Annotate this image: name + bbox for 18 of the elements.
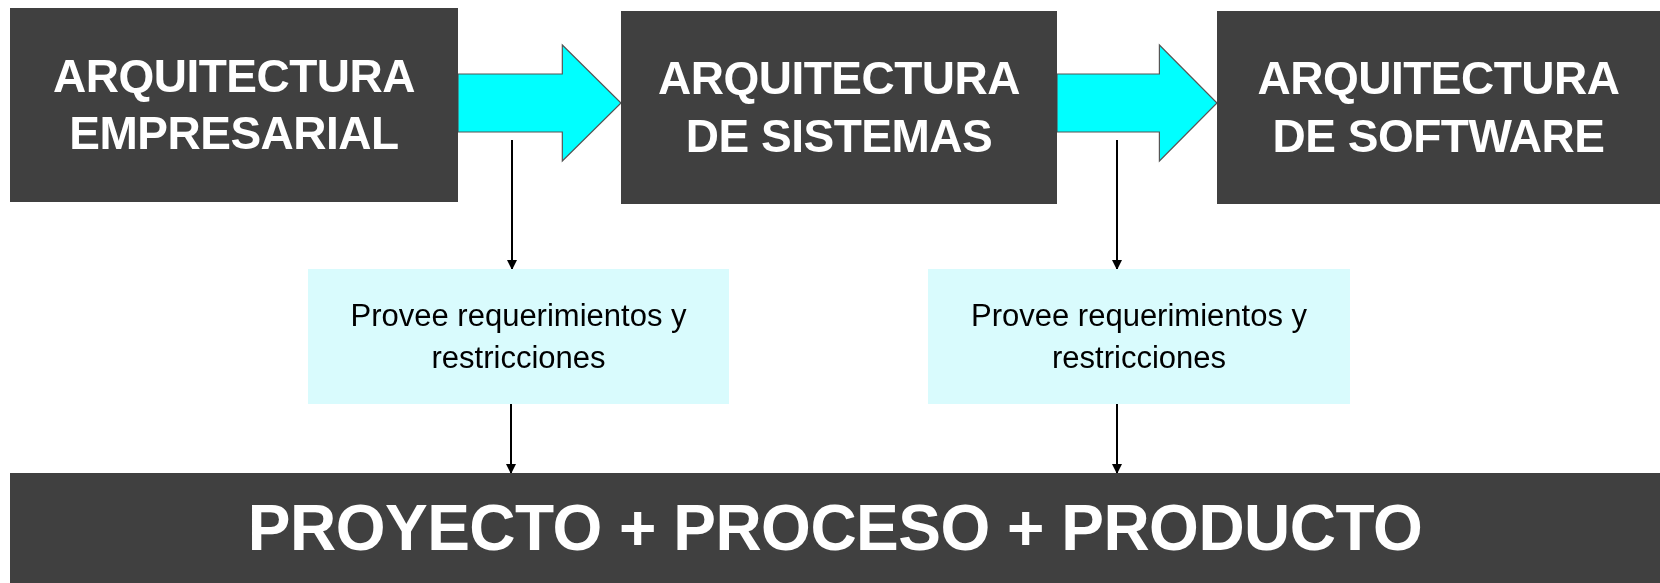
arrow (1112, 403, 1122, 474)
block-arrow (457, 43, 622, 163)
arrow (506, 403, 516, 474)
banner-bar (10, 473, 1660, 583)
note-text: Provee requerimientos y restricciones (970, 296, 1308, 377)
note-box (308, 269, 729, 404)
arrow (1112, 139, 1122, 270)
note-box (928, 269, 1350, 404)
architecture-box (10, 8, 458, 202)
note-text: Provee requerimientos y restricciones (349, 296, 688, 377)
box-title: ARQUITECTURA DE SISTEMAS (657, 51, 1021, 164)
architecture-box (1217, 11, 1660, 204)
arrow (507, 139, 517, 270)
architecture-box (621, 11, 1057, 204)
banner-text: PROYECTO + PROCESO + PRODUCTO (246, 491, 1424, 566)
box-title: ARQUITECTURA EMPRESARIAL (52, 48, 416, 161)
block-arrow (1056, 43, 1218, 163)
box-title: ARQUITECTURA DE SOFTWARE (1256, 51, 1621, 164)
